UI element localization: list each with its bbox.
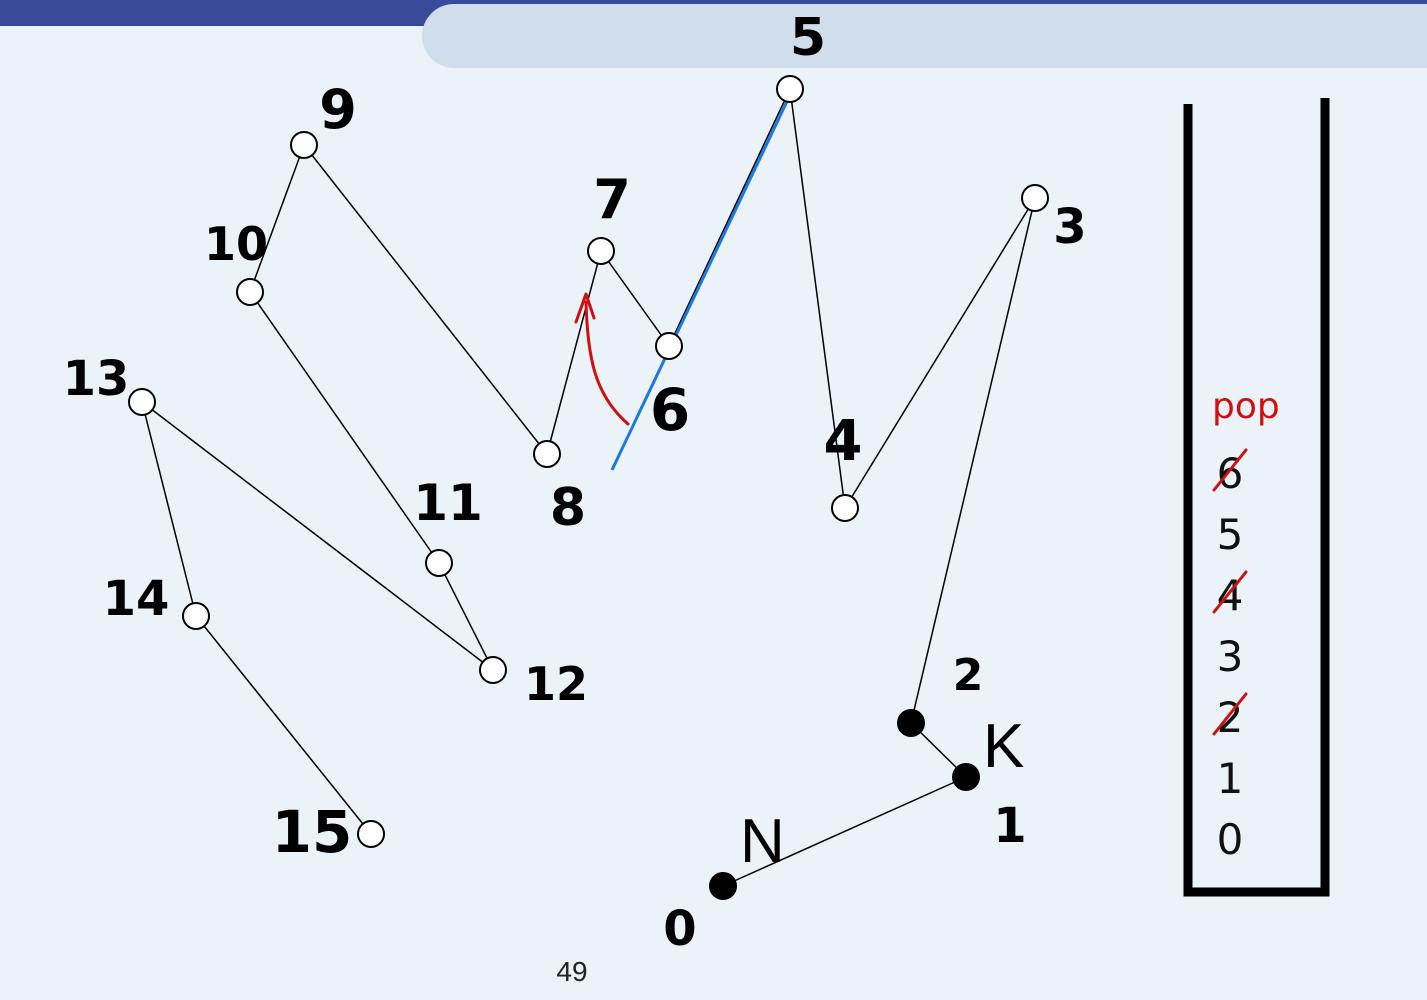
stack-item-strike-4 (1212, 570, 1248, 614)
stack-item-strike-6 (1212, 448, 1248, 492)
vertex-2 (897, 709, 925, 737)
stack-item-5: 5 (1217, 510, 1244, 559)
vertex-6 (655, 332, 683, 360)
stack-item-3: 3 (1217, 632, 1244, 681)
vertex-label-11: 11 (413, 474, 483, 532)
vertex-0 (709, 872, 737, 900)
page-number: 49 (556, 956, 588, 987)
edge-8-9 (303, 144, 548, 455)
edge-13-14 (141, 401, 197, 617)
vertex-7 (587, 237, 615, 265)
header-bar-light (422, 4, 1427, 68)
red-curved-arrow (574, 292, 630, 426)
edge-10-11 (249, 291, 440, 564)
vertex-10 (236, 278, 264, 306)
edge-14-15 (195, 615, 372, 835)
vertex-label-14: 14 (103, 571, 170, 627)
edge-5-6 (668, 88, 791, 347)
vertex-label-15: 15 (272, 798, 353, 866)
vertex-5 (776, 75, 804, 103)
edge-9-10 (249, 144, 305, 293)
label-n: N (740, 807, 785, 876)
vertex-label-1: 1 (993, 798, 1026, 854)
vertex-14 (182, 602, 210, 630)
blue-tangent-line (610, 94, 792, 471)
vertex-label-0: 0 (663, 901, 696, 957)
polygon-vertices (128, 75, 1049, 900)
label-k: K (983, 712, 1024, 781)
edge-11-12 (438, 562, 494, 671)
vertex-11 (425, 549, 453, 577)
vertex-label-5: 5 (790, 8, 826, 68)
edge-0-1 (722, 776, 967, 887)
vertex-label-3: 3 (1053, 199, 1086, 255)
vertex-3 (1021, 184, 1049, 212)
vertex-label-2: 2 (953, 650, 984, 701)
edge-2-3 (910, 197, 1036, 724)
stack-item-0: 0 (1217, 815, 1244, 864)
vertex-1 (952, 763, 980, 791)
vertex-12 (479, 656, 507, 684)
edge-6-7 (600, 250, 670, 347)
vertex-15 (357, 820, 385, 848)
vertex-label-8: 8 (550, 478, 586, 538)
vertex-8 (533, 440, 561, 468)
vertex-label-7: 7 (593, 168, 631, 231)
vertex-label-4: 4 (824, 409, 863, 474)
vertex-label-6: 6 (650, 376, 690, 444)
vertex-label-13: 13 (63, 351, 130, 407)
edge-12-13 (141, 401, 494, 671)
vertex-label-12: 12 (524, 657, 588, 711)
vertex-9 (290, 131, 318, 159)
edge-7-8 (546, 250, 602, 455)
edge-3-4 (844, 197, 1036, 509)
vertex-4 (831, 494, 859, 522)
stack-item-strike-2 (1212, 692, 1248, 736)
vertex-13 (128, 388, 156, 416)
vertex-label-10: 10 (204, 217, 268, 271)
polygon-edges (141, 88, 1036, 887)
edge-4-5 (789, 88, 846, 509)
vertex-label-9: 9 (319, 78, 357, 141)
stack-header: pop (1212, 386, 1280, 427)
stack-container (1183, 98, 1330, 897)
stack-item-1: 1 (1217, 754, 1244, 803)
